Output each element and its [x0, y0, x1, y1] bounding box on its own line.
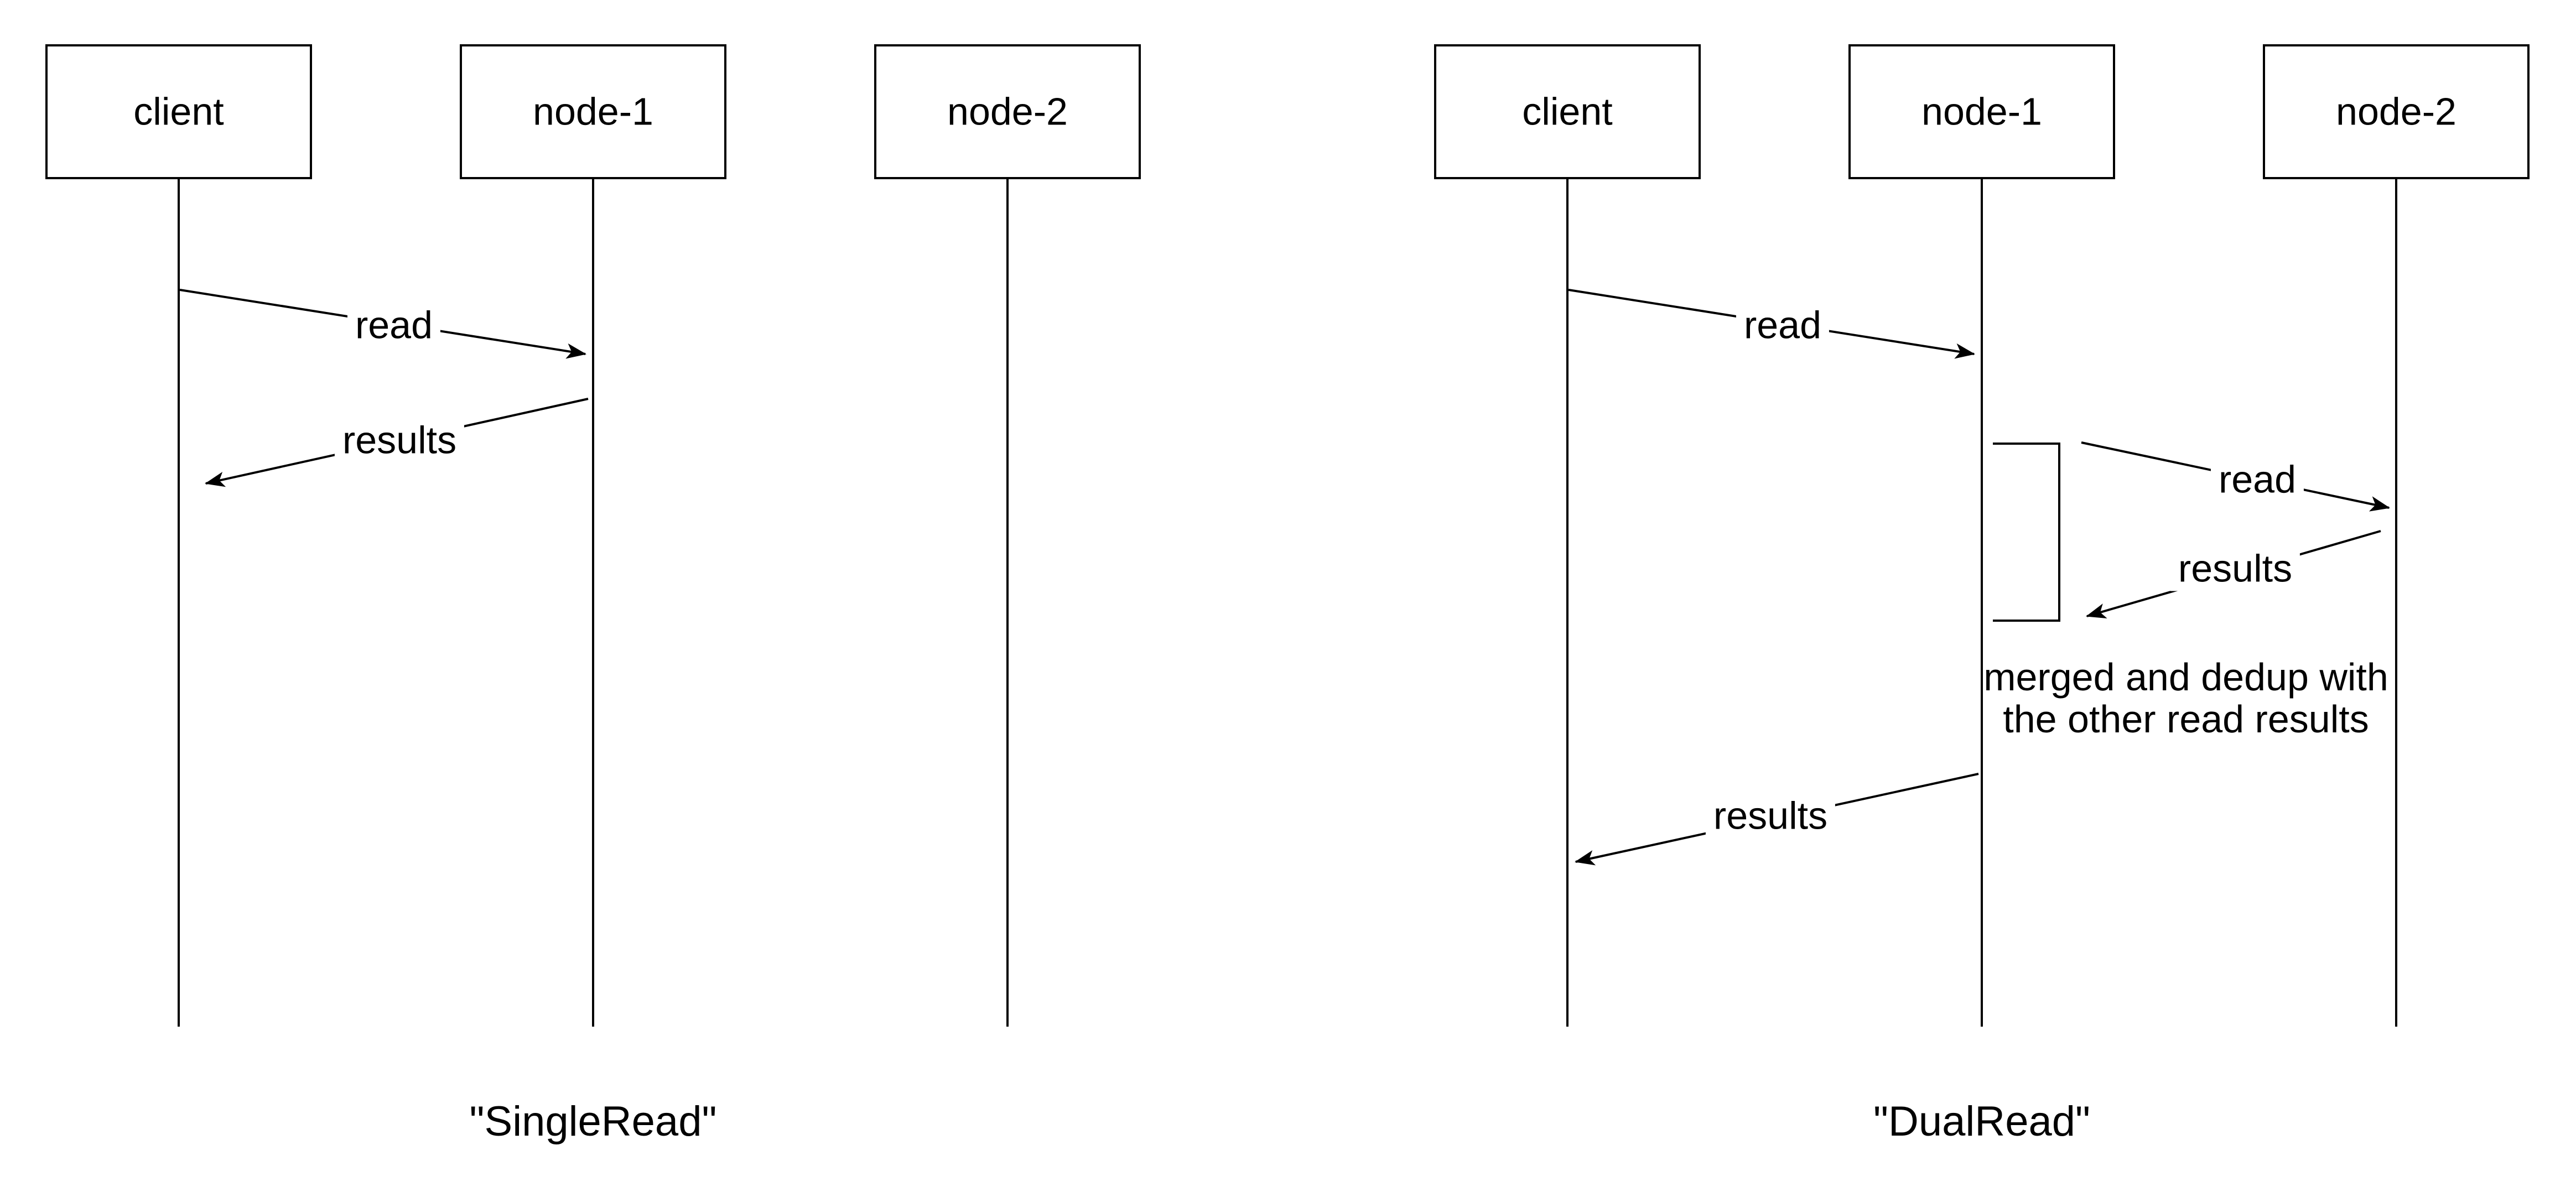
- actor-label-singleread-client: client: [133, 90, 224, 133]
- note-line-2: the other read results: [2003, 698, 2369, 741]
- note-line-1: merged and dedup with: [1983, 655, 2388, 699]
- note-merged-dedup: merged and dedup with the other read res…: [1983, 656, 2388, 740]
- actor-box-dualread-node-2: [2263, 44, 2530, 179]
- message-label-dualread-results-1: results: [2170, 546, 2300, 591]
- actor-box-singleread-node-1: [460, 44, 726, 179]
- message-label-singleread-results: results: [334, 418, 465, 463]
- message-label-dualread-results-2: results: [1705, 793, 1836, 839]
- actor-label-singleread-node-2: node-2: [947, 90, 1068, 133]
- actor-label-dualread-node-2: node-2: [2336, 90, 2456, 133]
- actor-box-singleread-node-2: [874, 44, 1141, 179]
- caption-singleread: "SingleRead": [469, 1098, 717, 1146]
- activation-bracket: [1993, 443, 2060, 622]
- actor-label-dualread-node-1: node-1: [1921, 90, 2042, 133]
- actor-box-dualread-client: [1434, 44, 1701, 179]
- caption-dualread: "DualRead": [1873, 1098, 2090, 1146]
- message-label-singleread-read: read: [347, 303, 441, 348]
- message-label-dualread-read-2: read: [2210, 457, 2304, 502]
- actor-label-dualread-client: client: [1522, 90, 1613, 133]
- message-label-dualread-read-1: read: [1736, 303, 1830, 348]
- actor-label-singleread-node-1: node-1: [533, 90, 653, 133]
- actor-box-singleread-client: [45, 44, 312, 179]
- actor-box-dualread-node-1: [1848, 44, 2115, 179]
